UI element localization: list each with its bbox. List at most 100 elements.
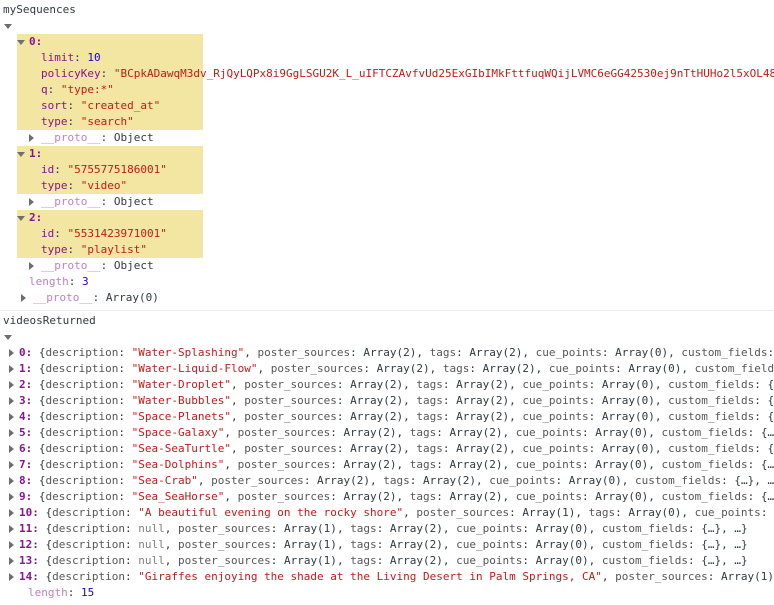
separator: , (522, 346, 536, 359)
property-key: type (41, 115, 68, 128)
proto-value: : Object (100, 259, 154, 272)
separator: : (118, 378, 132, 391)
preview-key: poster_sources (257, 346, 351, 359)
preview-value-null: null (138, 538, 165, 551)
proto-value: : Object (100, 195, 154, 208)
video-item-row[interactable]: 5: {description: "Space-Galaxy", poster_… (0, 425, 774, 441)
expand-arrow-icon[interactable] (9, 381, 14, 389)
proto-row[interactable]: __proto__: Object (0, 130, 774, 146)
expand-arrow-icon[interactable] (29, 262, 34, 270)
collapse-arrow-icon[interactable] (17, 40, 25, 45)
separator: : (67, 179, 81, 192)
separator: : (54, 227, 68, 240)
separator: : (118, 394, 132, 407)
expand-arrow-icon[interactable] (29, 198, 34, 206)
video-item-row[interactable]: 7: {description: "Sea-Dolphins", poster_… (0, 457, 774, 473)
proto-row[interactable]: __proto__: Object (0, 194, 774, 210)
preview-key: cue_points (522, 378, 589, 391)
preview-key: tags (429, 346, 457, 359)
separator: , (257, 362, 271, 375)
proto-row[interactable]: __proto__: Array(0) (0, 290, 774, 306)
separator: : (100, 67, 114, 80)
expand-arrow-icon[interactable] (21, 294, 26, 302)
video-item-row[interactable]: 3: {description: "Water-Bubbles", poster… (0, 393, 774, 409)
logged-expression: mySequences (0, 2, 774, 18)
expand-arrow-icon[interactable] (9, 477, 14, 485)
video-item-row[interactable]: 12: {description: null, poster_sources: … (0, 537, 774, 553)
property-value-string: "created_at" (80, 99, 161, 112)
separator: , (681, 506, 695, 519)
preview-value: : Array(0) (588, 378, 655, 391)
expand-arrow-icon[interactable] (29, 134, 34, 142)
preview-key: description (52, 538, 125, 551)
separator: , (442, 554, 457, 567)
property-row: type: "search" (0, 114, 774, 130)
separator: : (67, 99, 81, 112)
video-item-row[interactable]: 4: {description: "Space-Planets", poster… (0, 409, 774, 425)
collapse-arrow-icon[interactable] (4, 24, 12, 29)
separator: , (588, 554, 602, 567)
video-item-row[interactable]: 8: {description: "Sea-Crab", poster_sour… (0, 473, 774, 489)
item-index: 3: (19, 394, 39, 407)
array-preview-header[interactable]: (15) [{…}, {…}, {…}, {…}, {…}, {…}, {…},… (0, 329, 774, 345)
collapse-arrow-icon[interactable] (17, 152, 25, 157)
preview-key: poster_sources (615, 570, 708, 583)
separator: , (403, 378, 417, 391)
expand-arrow-icon[interactable] (9, 429, 14, 437)
expand-arrow-icon[interactable] (9, 493, 14, 501)
property-value-string: "type:*" (60, 83, 114, 96)
expand-arrow-icon[interactable] (9, 541, 14, 549)
expand-arrow-icon[interactable] (9, 397, 14, 405)
array-preview-header[interactable]: (3) [{…}, {…}, {…}] i (0, 18, 774, 34)
array-item-row[interactable]: 0: (0, 34, 774, 50)
separator: , (244, 346, 258, 359)
preview-value: : Array(2) (376, 522, 443, 535)
preview-value: : Array(2) (442, 410, 510, 423)
proto-row[interactable]: __proto__: Object (0, 258, 774, 274)
video-item-row[interactable]: 11: {description: null, poster_sources: … (0, 521, 774, 537)
preview-value: : Array(2) (303, 474, 371, 487)
expand-arrow-icon[interactable] (9, 349, 14, 357)
collapse-arrow-icon[interactable] (4, 335, 12, 340)
array-item-row[interactable]: 2: (0, 210, 774, 226)
separator: , (654, 442, 669, 455)
separator: , (509, 394, 523, 407)
collapse-arrow-icon[interactable] (17, 216, 25, 221)
array-items-list: 0: {description: "Water-Splashing", post… (0, 345, 774, 601)
separator: : (68, 275, 82, 288)
expand-arrow-icon[interactable] (9, 525, 14, 533)
video-item-row[interactable]: 10: {description: "A beautiful evening o… (0, 505, 774, 521)
array-item-row[interactable]: 1: (0, 146, 774, 162)
expand-arrow-icon[interactable] (9, 509, 14, 517)
separator: , (336, 538, 351, 551)
video-item-row[interactable]: 0: {description: "Water-Splashing", post… (0, 345, 774, 361)
preview-key: custom_fields (681, 346, 768, 359)
expand-arrow-icon[interactable] (9, 365, 14, 373)
expand-arrow-icon[interactable] (9, 573, 14, 581)
separator: , (197, 474, 212, 487)
separator: , (502, 458, 516, 471)
video-item-row[interactable]: 6: {description: "Sea-SeaTurtle", poster… (0, 441, 774, 457)
video-item-row[interactable]: 2: {description: "Water-Droplet", poster… (0, 377, 774, 393)
preview-key: poster_sources (177, 538, 271, 551)
separator: , (654, 378, 669, 391)
preview-key: custom_fields (668, 410, 755, 423)
separator: : (118, 474, 132, 487)
preview-key: tags (350, 522, 377, 535)
preview-value: : {…} (767, 346, 774, 359)
expand-arrow-icon[interactable] (9, 413, 14, 421)
video-item-row[interactable]: 14: {description: "Giraffes enjoying the… (0, 569, 774, 585)
preview-value: : {…} (754, 394, 774, 407)
expand-arrow-icon[interactable] (9, 445, 14, 453)
expand-arrow-icon[interactable] (9, 461, 14, 469)
property-value-string: "search" (80, 115, 134, 128)
separator: , (509, 442, 523, 455)
video-item-row[interactable]: 13: {description: null, poster_sources: … (0, 553, 774, 569)
preview-key: tags (409, 458, 437, 471)
video-item-row[interactable]: 9: {description: "Sea_SeaHorse", poster_… (0, 489, 774, 505)
preview-value: : Array(2) (376, 538, 443, 551)
video-item-row[interactable]: 1: {description: "Water-Liquid-Flow", po… (0, 361, 774, 377)
expand-arrow-icon[interactable] (9, 557, 14, 565)
property-key: type (41, 179, 68, 192)
